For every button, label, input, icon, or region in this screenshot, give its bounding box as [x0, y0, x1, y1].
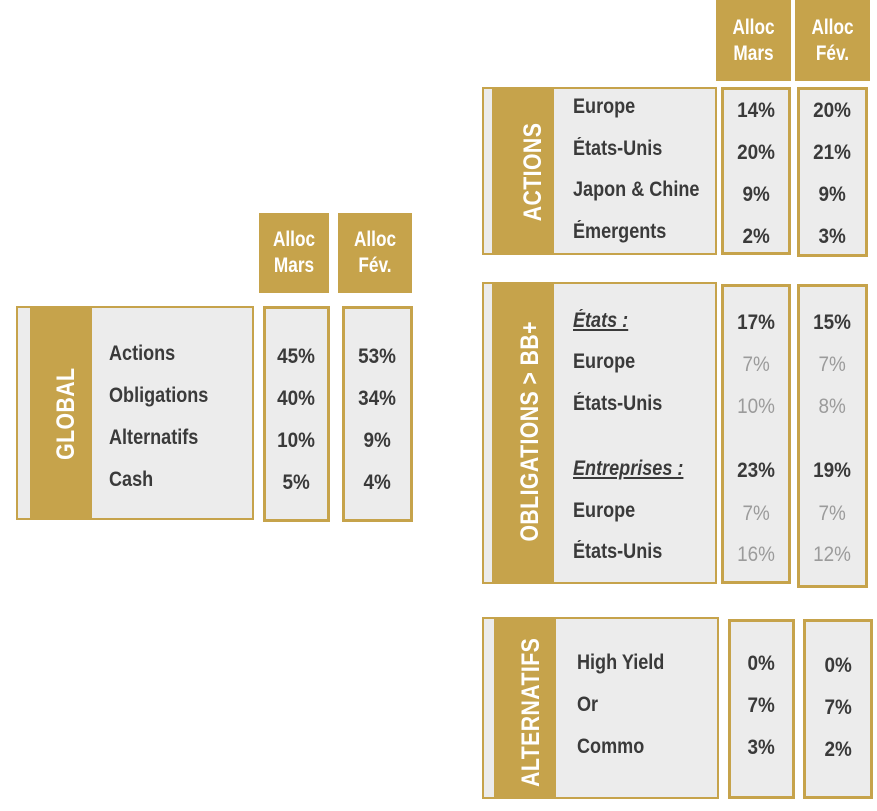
global-fev-value: 4%: [363, 471, 392, 494]
obligations-title: OBLIGATIONS > BB+: [516, 320, 544, 542]
actions-mars-value: 9%: [742, 183, 770, 206]
obligations-section-entreprises: Entreprises :: [573, 457, 684, 480]
alternatifs-mars-value: 7%: [747, 694, 776, 717]
obligations-mars-value: 10%: [737, 395, 775, 418]
global-row-label: Alternatifs: [109, 426, 199, 449]
alternatifs-mars-value: 0%: [747, 652, 776, 675]
alternatifs-title: ALTERNATIFS: [517, 637, 545, 787]
actions-mars-value: 14%: [737, 99, 775, 122]
alternatifs-fev-column: 0% 7% 2%: [803, 619, 873, 799]
obligations-fev-value: 19%: [813, 459, 852, 482]
actions-title: ACTIONS: [519, 122, 547, 222]
alternatifs-mars-value: 3%: [747, 736, 776, 759]
global-row-label: Actions: [109, 342, 176, 365]
global-mars-value: 40%: [277, 387, 316, 410]
actions-fev-column: 20% 21% 9% 3%: [797, 87, 868, 257]
header-alloc-fev: Alloc Fév.: [795, 0, 870, 81]
global-fev-value: 53%: [358, 345, 397, 368]
global-side-bar: [30, 308, 92, 518]
alternatifs-row-label: Or: [577, 693, 599, 716]
global-fev-value: 9%: [363, 429, 392, 452]
actions-panel: ACTIONS Europe États-Unis Japon & Chine …: [482, 87, 717, 255]
header-alloc-fev-global: Alloc Fév.: [338, 213, 412, 293]
alternatifs-fev-value: 7%: [824, 696, 852, 719]
global-row-label: Obligations: [109, 384, 209, 407]
global-mars-value: 45%: [277, 345, 316, 368]
actions-mars-column: 14% 20% 9% 2%: [721, 87, 791, 255]
actions-fev-value: 21%: [813, 141, 852, 164]
obligations-fev-value: 15%: [813, 311, 852, 334]
actions-fev-value: 3%: [818, 225, 847, 248]
actions-row-label: États-Unis: [573, 137, 663, 160]
global-fev-column: 53% 34% 9% 4%: [342, 306, 413, 522]
actions-mars-value: 2%: [742, 225, 770, 248]
obligations-fev-value: 7%: [818, 353, 847, 376]
alternatifs-row-label: High Yield: [577, 651, 665, 674]
obligations-mars-value: 7%: [742, 353, 770, 376]
alternatifs-fev-value: 2%: [824, 738, 852, 761]
obligations-mars-value: 17%: [737, 311, 775, 334]
header-alloc-mars: Alloc Mars: [716, 0, 791, 81]
obligations-section-etats: États :: [573, 309, 629, 332]
obligations-fev-value: 8%: [818, 395, 847, 418]
actions-row-label: Émergents: [573, 220, 667, 243]
obligations-mars-column: 17% 7% 10% 23% 7% 16%: [721, 284, 791, 584]
actions-mars-value: 20%: [737, 141, 775, 164]
alternatifs-fev-value: 0%: [824, 654, 852, 677]
obligations-panel: OBLIGATIONS > BB+ États : Europe États-U…: [482, 282, 717, 584]
actions-fev-value: 20%: [813, 99, 852, 122]
global-mars-column: 45% 40% 10% 5%: [263, 306, 330, 522]
obligations-side-bar: [492, 284, 554, 582]
obligations-fev-value: 7%: [818, 502, 847, 525]
obligations-row-label: Europe: [573, 499, 636, 522]
obligations-mars-value: 23%: [737, 459, 775, 482]
obligations-row-label: États-Unis: [573, 540, 663, 563]
alternatifs-mars-column: 0% 7% 3%: [728, 619, 795, 799]
obligations-mars-value: 16%: [737, 543, 775, 566]
actions-row-label: Europe: [573, 95, 636, 118]
actions-row-label: Japon & Chine: [573, 178, 700, 201]
actions-side-bar: [492, 89, 554, 253]
global-panel: GLOBAL Actions Obligations Alternatifs C…: [16, 306, 254, 520]
global-mars-value: 10%: [277, 429, 316, 452]
alternatifs-panel: ALTERNATIFS High Yield Or Commo: [482, 617, 719, 799]
global-title: GLOBAL: [52, 367, 80, 461]
alternatifs-side-bar: [494, 619, 556, 797]
actions-fev-value: 9%: [818, 183, 847, 206]
global-mars-value: 5%: [282, 471, 311, 494]
header-alloc-mars-global: Alloc Mars: [259, 213, 329, 293]
obligations-fev-column: 15% 7% 8% 19% 7% 12%: [797, 284, 868, 588]
global-row-label: Cash: [109, 468, 154, 491]
obligations-mars-value: 7%: [742, 502, 770, 525]
obligations-row-label: Europe: [573, 350, 636, 373]
alternatifs-row-label: Commo: [577, 735, 645, 758]
global-fev-value: 34%: [358, 387, 397, 410]
obligations-row-label: États-Unis: [573, 392, 663, 415]
obligations-fev-value: 12%: [813, 543, 852, 566]
